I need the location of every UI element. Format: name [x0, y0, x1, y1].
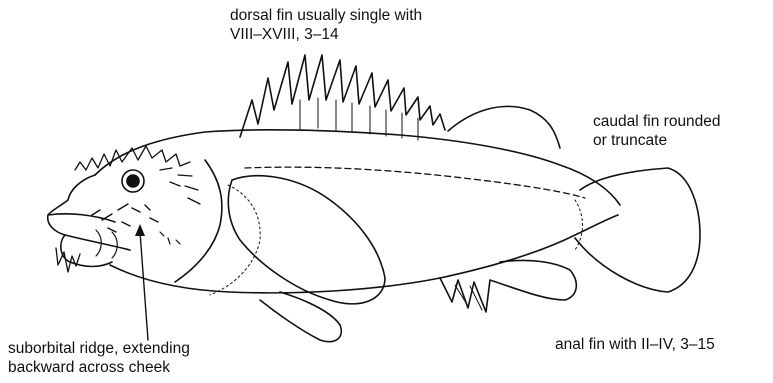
gill-cover — [175, 160, 222, 282]
body-outline-bottom — [110, 215, 618, 293]
anal-fin-label: anal fin with II–IV, 3–15 — [555, 335, 715, 354]
dorsal-fin-label-line-1: dorsal fin usually single with — [230, 6, 422, 25]
dorsal-fin — [240, 55, 445, 137]
suborbital-ridge-label: suborbital ridge, extending backward acr… — [8, 339, 190, 377]
body-outline-top — [95, 130, 620, 205]
caudal-fin-label: caudal fin rounded or truncate — [593, 112, 721, 150]
anal-fin-label-line-1: anal fin with II–IV, 3–15 — [555, 335, 715, 354]
suborbital-ridge-label-line-1: suborbital ridge, extending — [8, 339, 190, 358]
suborbital-ridge-label-line-2: backward across cheek — [8, 358, 190, 377]
dorsal-fin-label-line-2: VIII–XVIII, 3–14 — [230, 25, 422, 44]
head-outline — [48, 175, 112, 267]
anal-fin — [440, 260, 576, 312]
caudal-fin-label-line-1: caudal fin rounded — [593, 112, 721, 131]
caudal-fin — [575, 168, 700, 292]
dorsal-fin-label: dorsal fin usually single with VIII–XVII… — [230, 6, 422, 44]
suborbital-pointer — [140, 232, 148, 340]
pectoral-fin — [228, 176, 385, 304]
caudal-fin-label-line-2: or truncate — [593, 131, 721, 150]
